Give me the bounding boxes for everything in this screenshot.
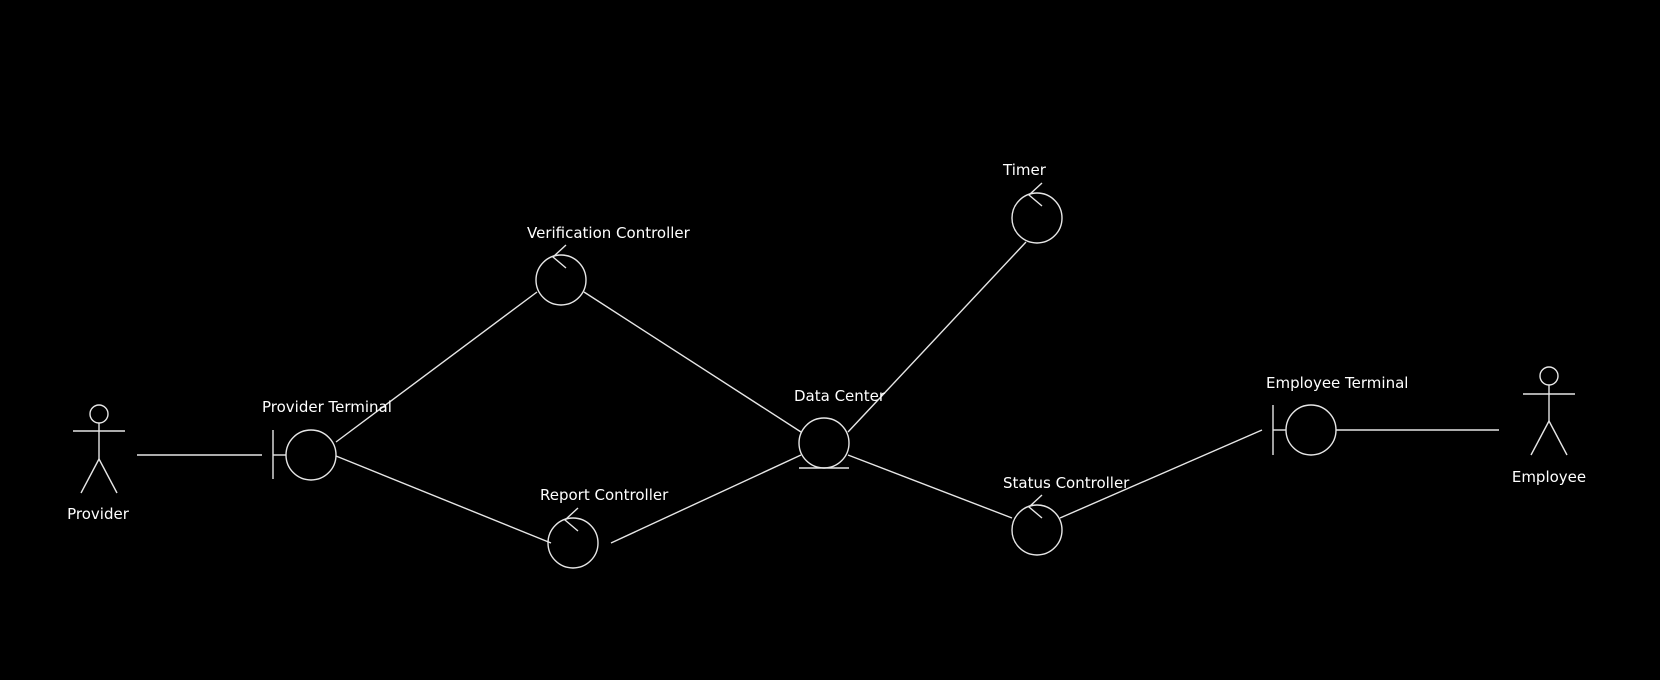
actor-icon [73,404,125,494]
actor-provider: Provider [67,404,130,523]
boundary-icon [1272,404,1337,456]
edge-report-controller-data-center [610,454,802,544]
edge-status-controller-employee-terminal [1059,429,1263,519]
control-icon [547,507,599,569]
control-icon [1011,494,1063,556]
edge-provider-terminal-verification-controller [335,291,538,443]
control-label-report-controller: Report Controller [540,486,669,504]
boundary-label-employee-terminal: Employee Terminal [1266,374,1408,392]
edge-provider-terminal-report-controller [335,455,552,544]
entity-data-center: Data Center [794,387,886,469]
control-label-status-controller: Status Controller [1003,474,1130,492]
edge-verification-controller-data-center [583,291,802,433]
control-icon [1011,182,1063,244]
actor-icon [1523,366,1575,456]
actor-label-provider: Provider [67,505,130,523]
entity-icon [798,417,850,469]
control-label-verification-controller: Verification Controller [527,224,691,242]
boundary-icon [272,429,337,481]
entity-label-data-center: Data Center [794,387,886,405]
edge-data-center-status-controller [847,454,1013,519]
edges [137,241,1499,544]
control-timer: Timer [1002,161,1063,244]
boundary-provider-terminal: Provider Terminal [262,398,392,481]
actor-label-employee: Employee [1512,468,1586,486]
actor-employee: Employee [1512,366,1586,486]
control-verification-controller: Verification Controller [527,224,691,306]
control-icon [535,244,587,306]
boundary-label-provider-terminal: Provider Terminal [262,398,392,416]
control-label-timer: Timer [1002,161,1047,179]
control-status-controller: Status Controller [1003,474,1130,556]
edge-data-center-timer [847,241,1027,433]
boundary-employee-terminal: Employee Terminal [1266,374,1408,456]
control-report-controller: Report Controller [540,486,669,569]
